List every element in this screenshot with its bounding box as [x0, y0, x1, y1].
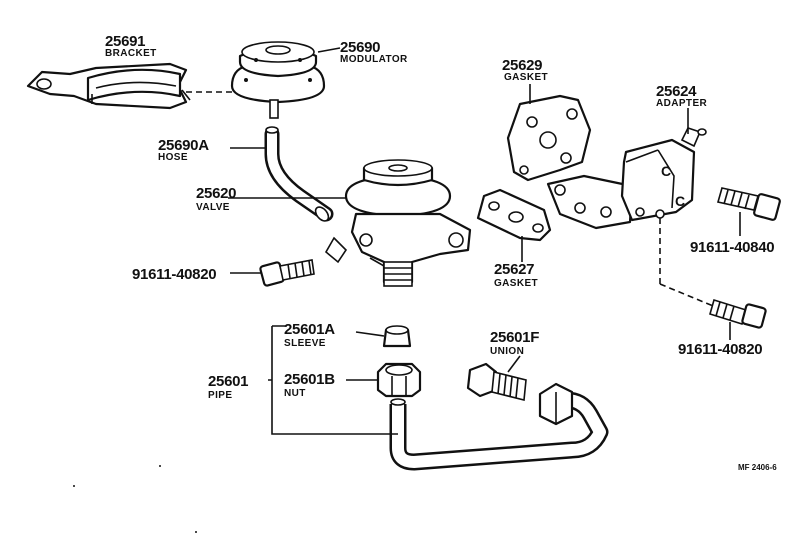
label-25601-name: PIPE — [208, 390, 232, 401]
modulator-drawing — [230, 41, 326, 119]
bolt-right-upper-drawing — [716, 187, 781, 221]
label-25601b-number: 25601B — [284, 371, 335, 388]
label-25601-number: 25601 — [208, 373, 248, 390]
adapter-dashed-b — [659, 283, 719, 309]
svg-text:C: C — [675, 193, 685, 209]
label-25629-number: 25629 — [502, 57, 542, 74]
union-drawing — [466, 362, 527, 402]
label-25691-name: BRACKET — [105, 48, 157, 59]
modulator-leader — [317, 47, 341, 53]
hose-drawing — [264, 126, 334, 222]
pipe-drawing — [389, 382, 609, 471]
union-leader — [507, 355, 521, 373]
label-25629-name: GASKET — [504, 72, 548, 83]
pipe-leader — [268, 325, 398, 435]
label-25690-name: MODULATOR — [340, 54, 408, 65]
label-25624-number: 25624 — [656, 83, 697, 100]
label-25690a-name: HOSE — [158, 152, 188, 163]
adapter-drawing: C C — [546, 127, 707, 230]
label-25690-number: 25690 — [340, 39, 380, 56]
sleeve-drawing — [382, 325, 412, 348]
label-25627-name: GASKET — [494, 278, 538, 289]
label-25601f-name: UNION — [490, 346, 524, 357]
label-25601b-name: NUT — [284, 388, 306, 399]
label-25601a-name: SLEEVE — [284, 338, 326, 349]
label-25691-number: 25691 — [105, 33, 145, 50]
svg-text:C: C — [661, 163, 671, 179]
figure-reference: MF 2406-6 — [738, 463, 777, 472]
label-bolt-left-number: 91611-40820 — [132, 266, 216, 283]
sleeve-leader — [355, 331, 385, 337]
label-25601f-number: 25601F — [490, 329, 539, 346]
bracket-drawing — [26, 62, 191, 110]
gasket-lower-drawing — [476, 188, 552, 242]
label-25601a-number: 25601A — [284, 321, 335, 338]
label-bolt-right-upper-number: 91611-40840 — [690, 239, 774, 256]
label-25624-name: ADAPTER — [656, 98, 708, 109]
label-25620-number: 25620 — [196, 185, 236, 202]
label-25627-number: 25627 — [494, 261, 534, 278]
valve-drawing — [324, 159, 472, 287]
gasket-upper-drawing — [506, 94, 592, 182]
label-bolt-right-lower-number: 91611-40820 — [678, 341, 762, 358]
bolt-left-drawing — [259, 259, 315, 287]
bolt-right-lower-drawing — [709, 298, 767, 329]
label-25690a-number: 25690A — [158, 137, 209, 154]
label-25620-name: VALVE — [196, 202, 230, 213]
nut-drawing — [376, 362, 422, 398]
